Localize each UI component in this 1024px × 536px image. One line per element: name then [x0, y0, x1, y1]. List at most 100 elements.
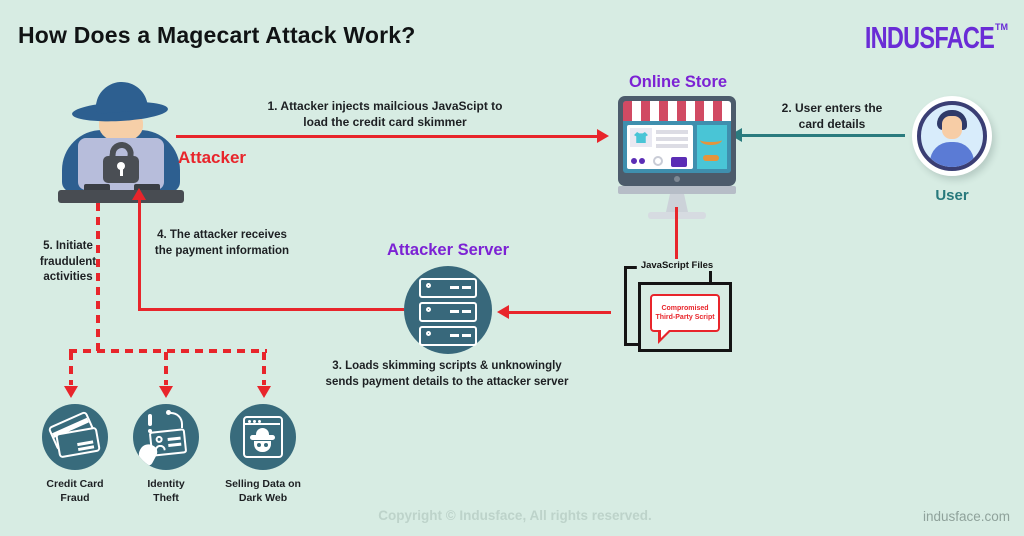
- step1-label: 1. Attacker injects mailcious JavaScipt …: [267, 99, 503, 129]
- sunglasses-icon: [631, 158, 637, 164]
- laptop-icon: [78, 138, 164, 190]
- step2-arrow-line: [741, 134, 905, 137]
- credit-card-fraud-label: Credit Card Fraud: [46, 478, 104, 504]
- laptop-foot-left: [84, 184, 110, 194]
- step5-dashed-hline: [69, 349, 267, 353]
- laptop-foot-right: [134, 184, 160, 194]
- step5-branch-line: [262, 352, 266, 385]
- id-text-line: [168, 442, 182, 447]
- smile-arrow-icon: [700, 135, 722, 145]
- step5-arrowhead-icon: [64, 386, 78, 398]
- hacker-eye: [264, 443, 268, 447]
- trademark-symbol: TM: [995, 22, 1008, 32]
- monitor-chin: [618, 186, 736, 194]
- step4-arrowhead-icon: [132, 188, 146, 200]
- purse-icon: [671, 157, 687, 167]
- server-rack-row: [419, 302, 477, 322]
- monitor-camera-dot: [674, 176, 680, 182]
- shop-side-panel: [697, 125, 727, 169]
- hacker-hat-dome: [256, 428, 269, 436]
- step5-arrowhead-icon: [257, 386, 271, 398]
- browser-window-icon: [243, 416, 283, 458]
- server-led-icon: [426, 307, 431, 312]
- exclamation-icon: [148, 414, 152, 426]
- shop-listing: [627, 125, 693, 169]
- hook-icon: [169, 412, 183, 428]
- server-slot: [462, 285, 471, 289]
- step4-arrow-vline: [138, 198, 141, 311]
- step3-arrow-line: [509, 311, 611, 314]
- copyright-text: Copyright © Indusface, All rights reserv…: [378, 508, 652, 523]
- id-photo-head: [155, 435, 163, 444]
- sunglasses-icon: [639, 158, 645, 164]
- compromised-script-bubble: Compromised Third-Party Script: [650, 294, 720, 332]
- dark-web-icon: [230, 404, 296, 470]
- text-line: [656, 130, 688, 134]
- monitor-screen: [623, 101, 731, 173]
- step5-label: 5. Initiate fraudulent activities: [39, 240, 97, 283]
- step1-arrowhead-icon: [597, 129, 609, 143]
- monitor-frame: [618, 96, 736, 186]
- indusface-logo: INDUSFACE TM: [824, 22, 1008, 54]
- user-avatar: [912, 96, 992, 176]
- server-rack-row: [419, 326, 477, 346]
- hook-dot: [166, 410, 171, 415]
- browser-dot: [248, 420, 251, 423]
- server-slot: [450, 333, 459, 337]
- server-slot: [462, 333, 471, 337]
- online-store-icon: [618, 96, 736, 226]
- attacker-label: Attacker: [178, 148, 247, 167]
- text-line: [656, 144, 688, 148]
- user-shirt: [930, 142, 974, 167]
- step5-branch-line: [69, 352, 73, 385]
- page-title: How Does a Magecart Attack Work?: [18, 22, 416, 48]
- identity-theft-label: Identity Theft: [147, 478, 185, 504]
- server-slot: [462, 309, 471, 313]
- step3-arrowhead-icon: [497, 305, 509, 319]
- js-files-label: JavaScript Files: [636, 260, 718, 271]
- step4-label: 4. The attacker receives the payment inf…: [154, 229, 290, 257]
- identity-theft-icon: [133, 404, 199, 470]
- laptop-base: [58, 190, 184, 203]
- hacker-face: [254, 441, 271, 452]
- step5-branch-line: [164, 352, 168, 385]
- server-led-icon: [426, 331, 431, 336]
- button-icon: [703, 155, 719, 161]
- attacker-server-label: Attacker Server: [387, 241, 509, 259]
- dark-web-label: Selling Data on Dark Web: [225, 478, 301, 504]
- step1-arrow-line: [176, 135, 600, 138]
- padlock-keyhole-stem: [119, 168, 123, 176]
- hacker-eye: [257, 443, 261, 447]
- bubble-tail-fill: [661, 329, 670, 338]
- hacker-hat-brim: [250, 435, 275, 440]
- server-slot: [450, 285, 459, 289]
- product-thumbnail: [630, 128, 652, 147]
- step3-label: 3. Loads skimming scripts & unknowingly …: [325, 360, 569, 388]
- browser-top-bar: [245, 418, 280, 425]
- store-to-jsfiles-line: [675, 207, 678, 259]
- website-link[interactable]: indusface.com: [922, 509, 1010, 524]
- attacker-server-icon: [404, 266, 492, 354]
- server-led-icon: [426, 283, 431, 288]
- attacker-hat-dome: [94, 80, 148, 114]
- text-line: [656, 137, 688, 141]
- monitor-stand: [666, 194, 688, 212]
- necklace-icon: [653, 156, 663, 166]
- shop-awning-icon: [623, 101, 731, 121]
- step2-label: 2. User enters the card details: [781, 101, 883, 131]
- attacker-icon: [58, 80, 184, 204]
- online-store-label: Online Store: [628, 73, 728, 91]
- user-avatar-ring: [917, 101, 987, 171]
- user-face: [942, 116, 962, 139]
- step4-arrow-hline: [138, 308, 404, 311]
- padlock-keyhole: [117, 162, 125, 170]
- server-slot: [450, 309, 459, 313]
- user-label: User: [935, 187, 969, 204]
- browser-dot: [258, 420, 261, 423]
- indusface-logo-text: INDUSFACE: [864, 20, 995, 55]
- padlock-icon: [103, 156, 139, 183]
- step5-dashed-vline: [96, 203, 100, 351]
- server-rack-row: [419, 278, 477, 298]
- card-line: [77, 445, 95, 451]
